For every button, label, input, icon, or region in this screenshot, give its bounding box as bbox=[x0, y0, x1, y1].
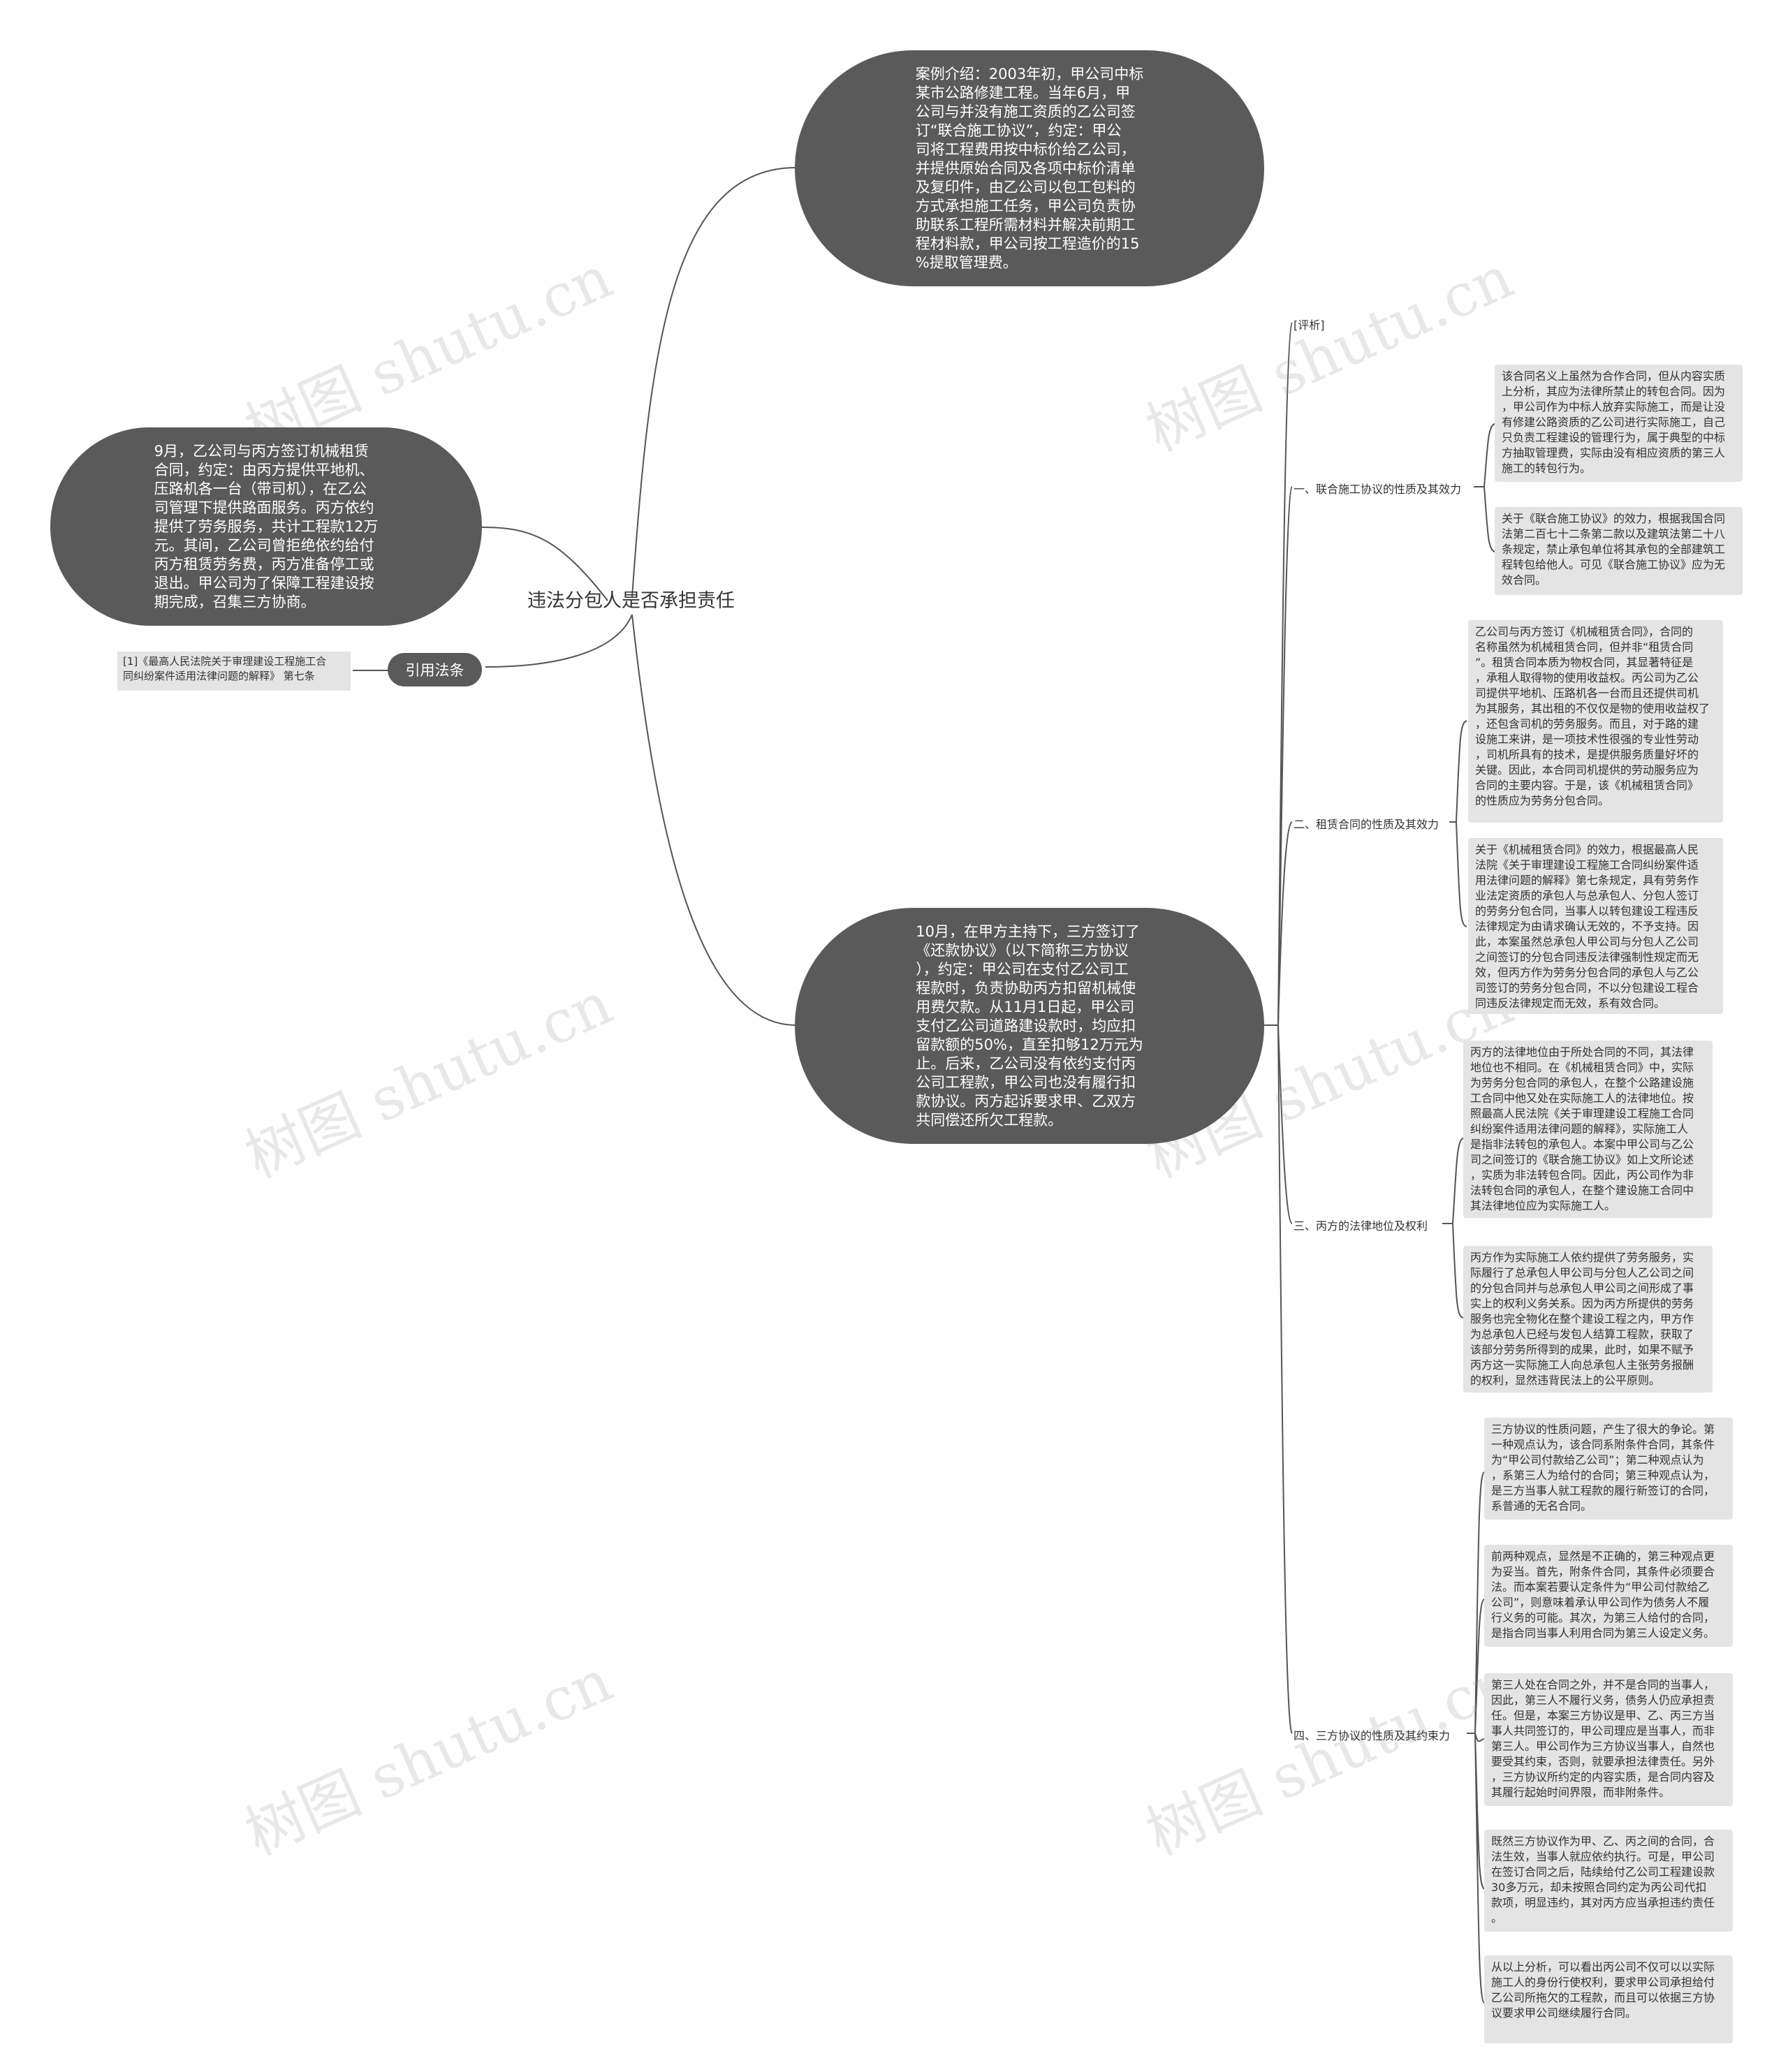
section-1-para-1: 该合同名义上虽然为合作合同，但从内容实质 上分析，其应为法律所禁止的转包合同。因… bbox=[1495, 365, 1743, 482]
section-1-para-2: 关于《联合施工协议》的效力，根据我国合同 法第二百七十二条第二款以及建筑法第二十… bbox=[1495, 507, 1743, 595]
october-agreement-text: 10月，在甲方主持下，三方签订了 《还款协议》（以下简称三方协议 ），约定：甲公… bbox=[916, 923, 1143, 1129]
section-3-para-1: 丙方的法律地位由于所处合同的不同，其法律 地位也不相同。在《机械租赁合同》中，实… bbox=[1463, 1041, 1713, 1218]
section-3-para-2: 丙方作为实际施工人依约提供了劳务服务，实 际履行了总承包人甲公司与分包人乙公司之… bbox=[1463, 1246, 1713, 1393]
section-4-para-3: 第三人处在合同之外，并不是合同的当事人， 因此，第三人不履行义务，债务人仍应承担… bbox=[1484, 1673, 1733, 1806]
section-4-para-1: 三方协议的性质问题，产生了很大的争论。第 一种观点认为，该合同系附条件合同，其条… bbox=[1484, 1418, 1733, 1520]
watermark-3: 树图 shutu.cn bbox=[235, 969, 622, 1191]
section-2-title[interactable]: 二、租赁合同的性质及其效力 bbox=[1294, 818, 1439, 831]
september-contract-node[interactable]: 9月，乙公司与丙方签订机械租赁 合同，约定：由丙方提供平地机、 压路机各一台（带… bbox=[50, 427, 482, 626]
analysis-label: [评析] bbox=[1294, 318, 1325, 332]
watermark-5: 树图 shutu.cn bbox=[235, 1646, 622, 1869]
watermark-6: 树图 shutu.cn bbox=[1136, 1646, 1523, 1869]
section-4-para-2: 前两种观点，显然是不正确的，第三种观点更 为妥当。首先，附条件合同，其条件必须要… bbox=[1484, 1545, 1733, 1647]
case-intro-node[interactable]: 案例介绍：2003年初，甲公司中标 某市公路修建工程。当年6月，甲 公司与并没有… bbox=[795, 50, 1264, 286]
section-2-para-1: 乙公司与丙方签订《机械租赁合同》，合同的 名称虽然为机械租赁合同，但并非“租赁合… bbox=[1468, 620, 1723, 823]
central-topic[interactable]: 违法分包人是否承担责任 bbox=[527, 590, 735, 612]
case-intro-text: 案例介绍：2003年初，甲公司中标 某市公路修建工程。当年6月，甲 公司与并没有… bbox=[915, 65, 1144, 271]
september-contract-text: 9月，乙公司与丙方签订机械租赁 合同，约定：由丙方提供平地机、 压路机各一台（带… bbox=[154, 442, 379, 610]
section-4-para-4: 既然三方协议作为甲、乙、丙之间的合同，合 法生效，当事人就应依约执行。可是，甲公… bbox=[1484, 1830, 1733, 1932]
section-4-para-5: 从以上分析，可以看出丙公司不仅可以以实际 施工人的身份行使权利，要求甲公司承担给… bbox=[1484, 1955, 1733, 2043]
october-agreement-node[interactable]: 10月，在甲方主持下，三方签订了 《还款协议》（以下简称三方协议 ），约定：甲公… bbox=[795, 908, 1264, 1144]
section-4-title[interactable]: 四、三方协议的性质及其约束力 bbox=[1294, 1729, 1451, 1742]
section-1-title[interactable]: 一、联合施工协议的性质及其效力 bbox=[1294, 483, 1462, 496]
section-3-title[interactable]: 三、丙方的法律地位及权利 bbox=[1294, 1219, 1428, 1233]
section-2-para-2: 关于《机械租赁合同》的效力，根据最高人民 法院《关于审理建设工程施工合同纠纷案件… bbox=[1468, 838, 1723, 1014]
cite-law-node[interactable]: 引用法条 bbox=[388, 653, 482, 686]
law-reference: [1]《最高人民法院关于审理建设工程施工合 同纠纷案件适用法律问题的解释》 第七… bbox=[117, 652, 351, 691]
